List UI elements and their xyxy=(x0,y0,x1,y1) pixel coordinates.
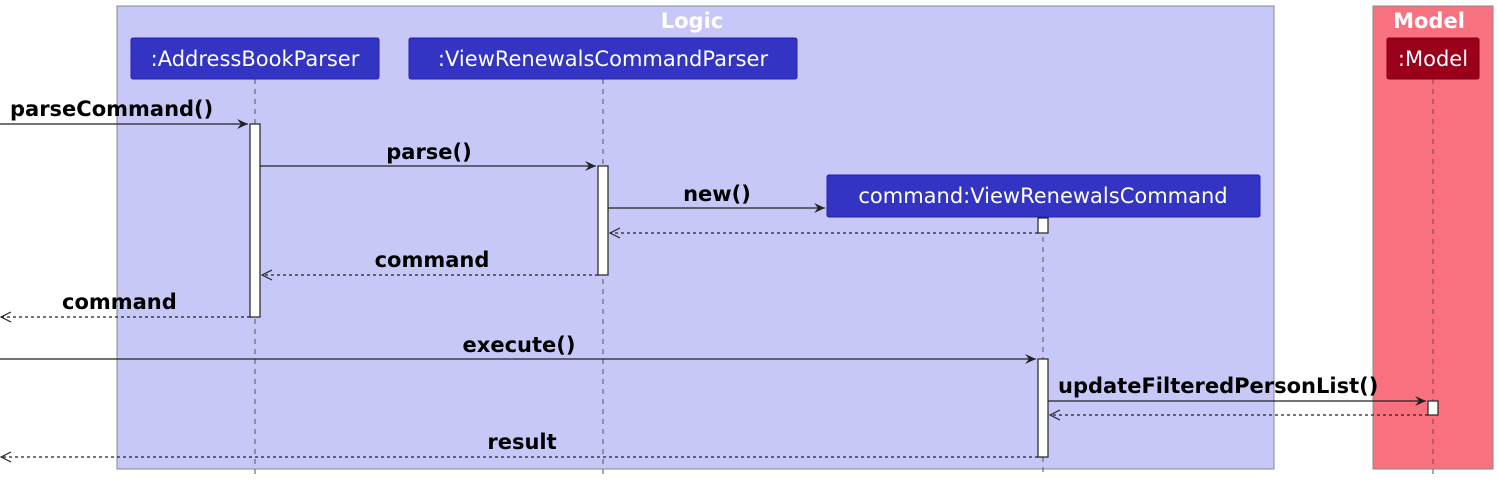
svg-text::Model: :Model xyxy=(1398,47,1468,71)
message-update-filtered-person-list-label: updateFilteredPersonList() xyxy=(1058,374,1378,398)
message-new-label: new() xyxy=(683,182,751,206)
svg-text:command:ViewRenewalsCommand: command:ViewRenewalsCommand xyxy=(858,184,1227,208)
message-execute-label: execute() xyxy=(463,333,576,357)
logic-box-title: Logic xyxy=(661,9,724,33)
logic-box xyxy=(116,5,1275,470)
activation-model xyxy=(1427,400,1439,416)
activation-view-renewals-command-execute xyxy=(1037,358,1049,458)
svg-text::ViewRenewalsCommandParser: :ViewRenewalsCommandParser xyxy=(438,47,769,71)
message-parse-label: parse() xyxy=(386,140,472,164)
participant-address-book-parser: :AddressBookParser xyxy=(130,37,380,80)
participant-view-renewals-command-parser: :ViewRenewalsCommandParser xyxy=(408,37,798,80)
participant-view-renewals-command: command:ViewRenewalsCommand xyxy=(826,174,1261,218)
participant-model: :Model xyxy=(1386,37,1480,80)
svg-text::AddressBookParser: :AddressBookParser xyxy=(151,47,360,71)
activation-address-book-parser xyxy=(249,123,261,318)
message-parse-command-label: parseCommand() xyxy=(10,97,213,121)
activation-view-renewals-command-parser xyxy=(597,165,609,276)
return-command-out-label: command xyxy=(62,290,177,314)
model-box-title: Model xyxy=(1393,9,1465,33)
return-command-to-abp-label: command xyxy=(375,248,490,272)
activation-view-renewals-command-new xyxy=(1037,217,1049,234)
return-result-label: result xyxy=(487,430,556,454)
